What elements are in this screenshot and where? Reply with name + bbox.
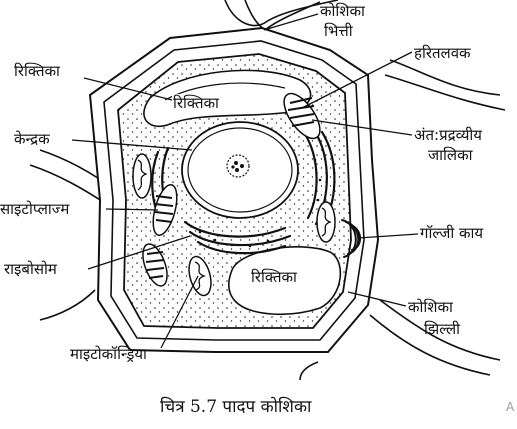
mitochondrion (132, 153, 152, 199)
label-ribosome: राइबोसोम (4, 260, 57, 278)
label-mitochondria: माइटोकॉन्ड्रिया (70, 345, 147, 363)
label-vacuole-bottom: रिक्तिका (250, 268, 298, 286)
label-er-1: अंत:प्रद्रव्यीय (414, 126, 482, 144)
figure-caption: चित्र 5.7 पादप कोशिका (160, 397, 312, 417)
nucleus (181, 121, 299, 219)
neighbour-cell-walls (29, 0, 506, 381)
label-chloroplast: हरितलवक (414, 44, 471, 62)
label-nucleus: केन्द्रक (14, 130, 50, 148)
label-cytoplasm: साइटोप्लाज्म (0, 200, 70, 218)
leader-lines (71, 13, 419, 349)
chloroplast (283, 92, 321, 140)
label-er-2: जालिका (428, 146, 473, 164)
label-cell-wall-1: कोशिका (320, 2, 365, 20)
mitochondrion (188, 255, 212, 297)
label-cell-membrane-2: झिल्ली (424, 320, 461, 338)
label-cell-membrane-1: कोशिका (408, 298, 453, 316)
label-cell-wall-2: भित्ती (324, 22, 353, 40)
label-vacuole-top: रिक्तिका (172, 94, 220, 112)
label-golgi: गॉल्जी काय (420, 224, 484, 242)
mitochondrion (316, 201, 336, 243)
nucleolus (226, 154, 250, 178)
chloroplast (142, 243, 168, 287)
corner-mark: A (506, 400, 515, 414)
chloroplast (152, 184, 178, 236)
label-vacuole-left: रिक्तिका (14, 62, 60, 80)
ribosomes (198, 158, 322, 248)
